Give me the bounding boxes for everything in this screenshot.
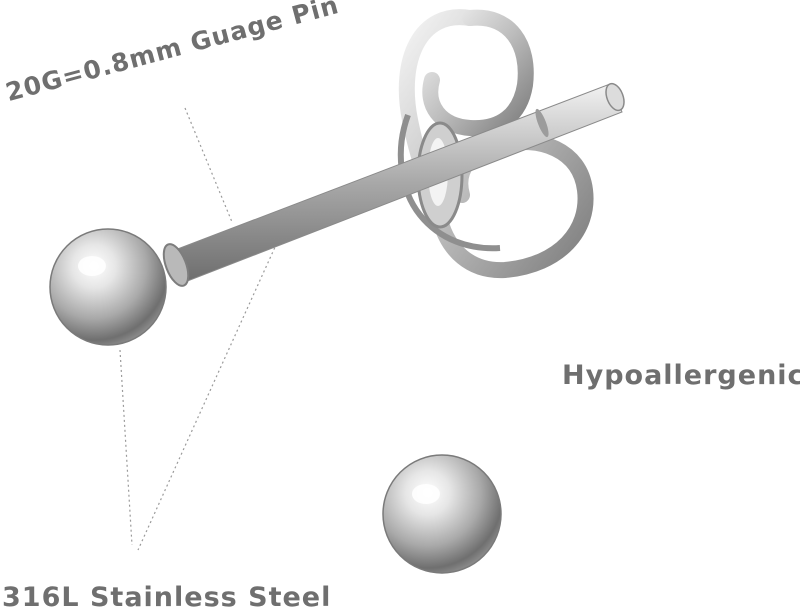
hypoallergenic-label: Hypoallergenic (562, 360, 800, 391)
ball-icon (382, 454, 502, 574)
leader-gauge (184, 107, 233, 223)
steel-label: 316L Stainless Steel (2, 582, 332, 613)
earring-stud-icon (49, 228, 167, 346)
leader-lines (119, 107, 286, 551)
leader-steel-a (119, 349, 133, 546)
pin-post (162, 82, 625, 287)
